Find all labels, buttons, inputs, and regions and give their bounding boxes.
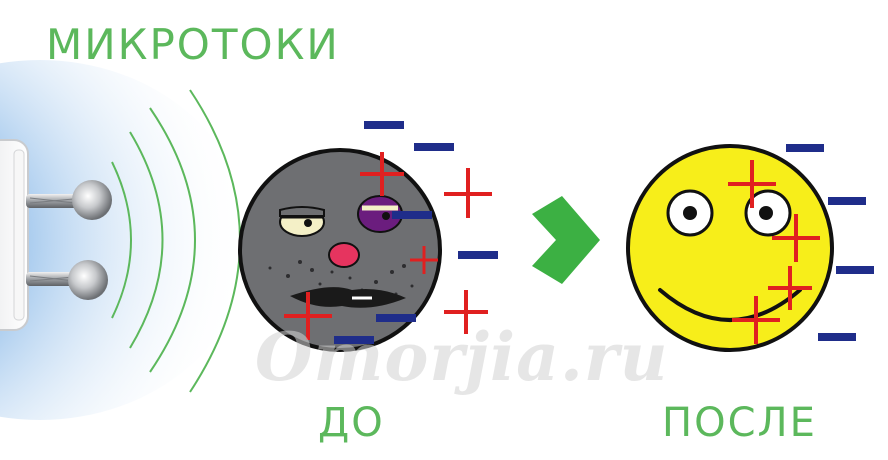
after-label: ПОСЛЕ — [662, 400, 817, 446]
page-title: МИКРОТОКИ — [46, 20, 340, 69]
happy-face-charges — [728, 144, 874, 344]
minus-sign — [786, 144, 824, 152]
electrode-bottom — [26, 260, 108, 300]
device — [0, 139, 29, 331]
plus-sign — [360, 152, 404, 196]
plus-sign — [284, 292, 332, 340]
minus-sign — [392, 211, 432, 219]
current-glow — [0, 60, 250, 420]
before-label: ДО — [318, 400, 385, 446]
plus-sign — [768, 266, 812, 310]
watermark: Omorjia.ru — [255, 318, 669, 396]
minus-sign — [334, 336, 374, 344]
plus-sign — [728, 160, 776, 208]
chevron-right-icon — [532, 196, 600, 284]
minus-sign — [828, 197, 866, 205]
electrode-top — [26, 180, 112, 220]
plus-sign — [732, 296, 780, 344]
minus-sign — [364, 121, 404, 129]
sad-face — [238, 148, 442, 352]
minus-sign — [818, 333, 856, 341]
minus-sign — [458, 251, 498, 259]
plus-sign — [410, 246, 438, 274]
minus-sign — [414, 143, 454, 151]
plus-sign — [444, 290, 488, 334]
minus-sign — [836, 266, 874, 274]
minus-sign — [376, 314, 416, 322]
plus-sign — [444, 168, 492, 218]
sad-face-charges — [284, 121, 498, 344]
happy-face — [626, 144, 834, 352]
plus-sign — [772, 214, 820, 262]
